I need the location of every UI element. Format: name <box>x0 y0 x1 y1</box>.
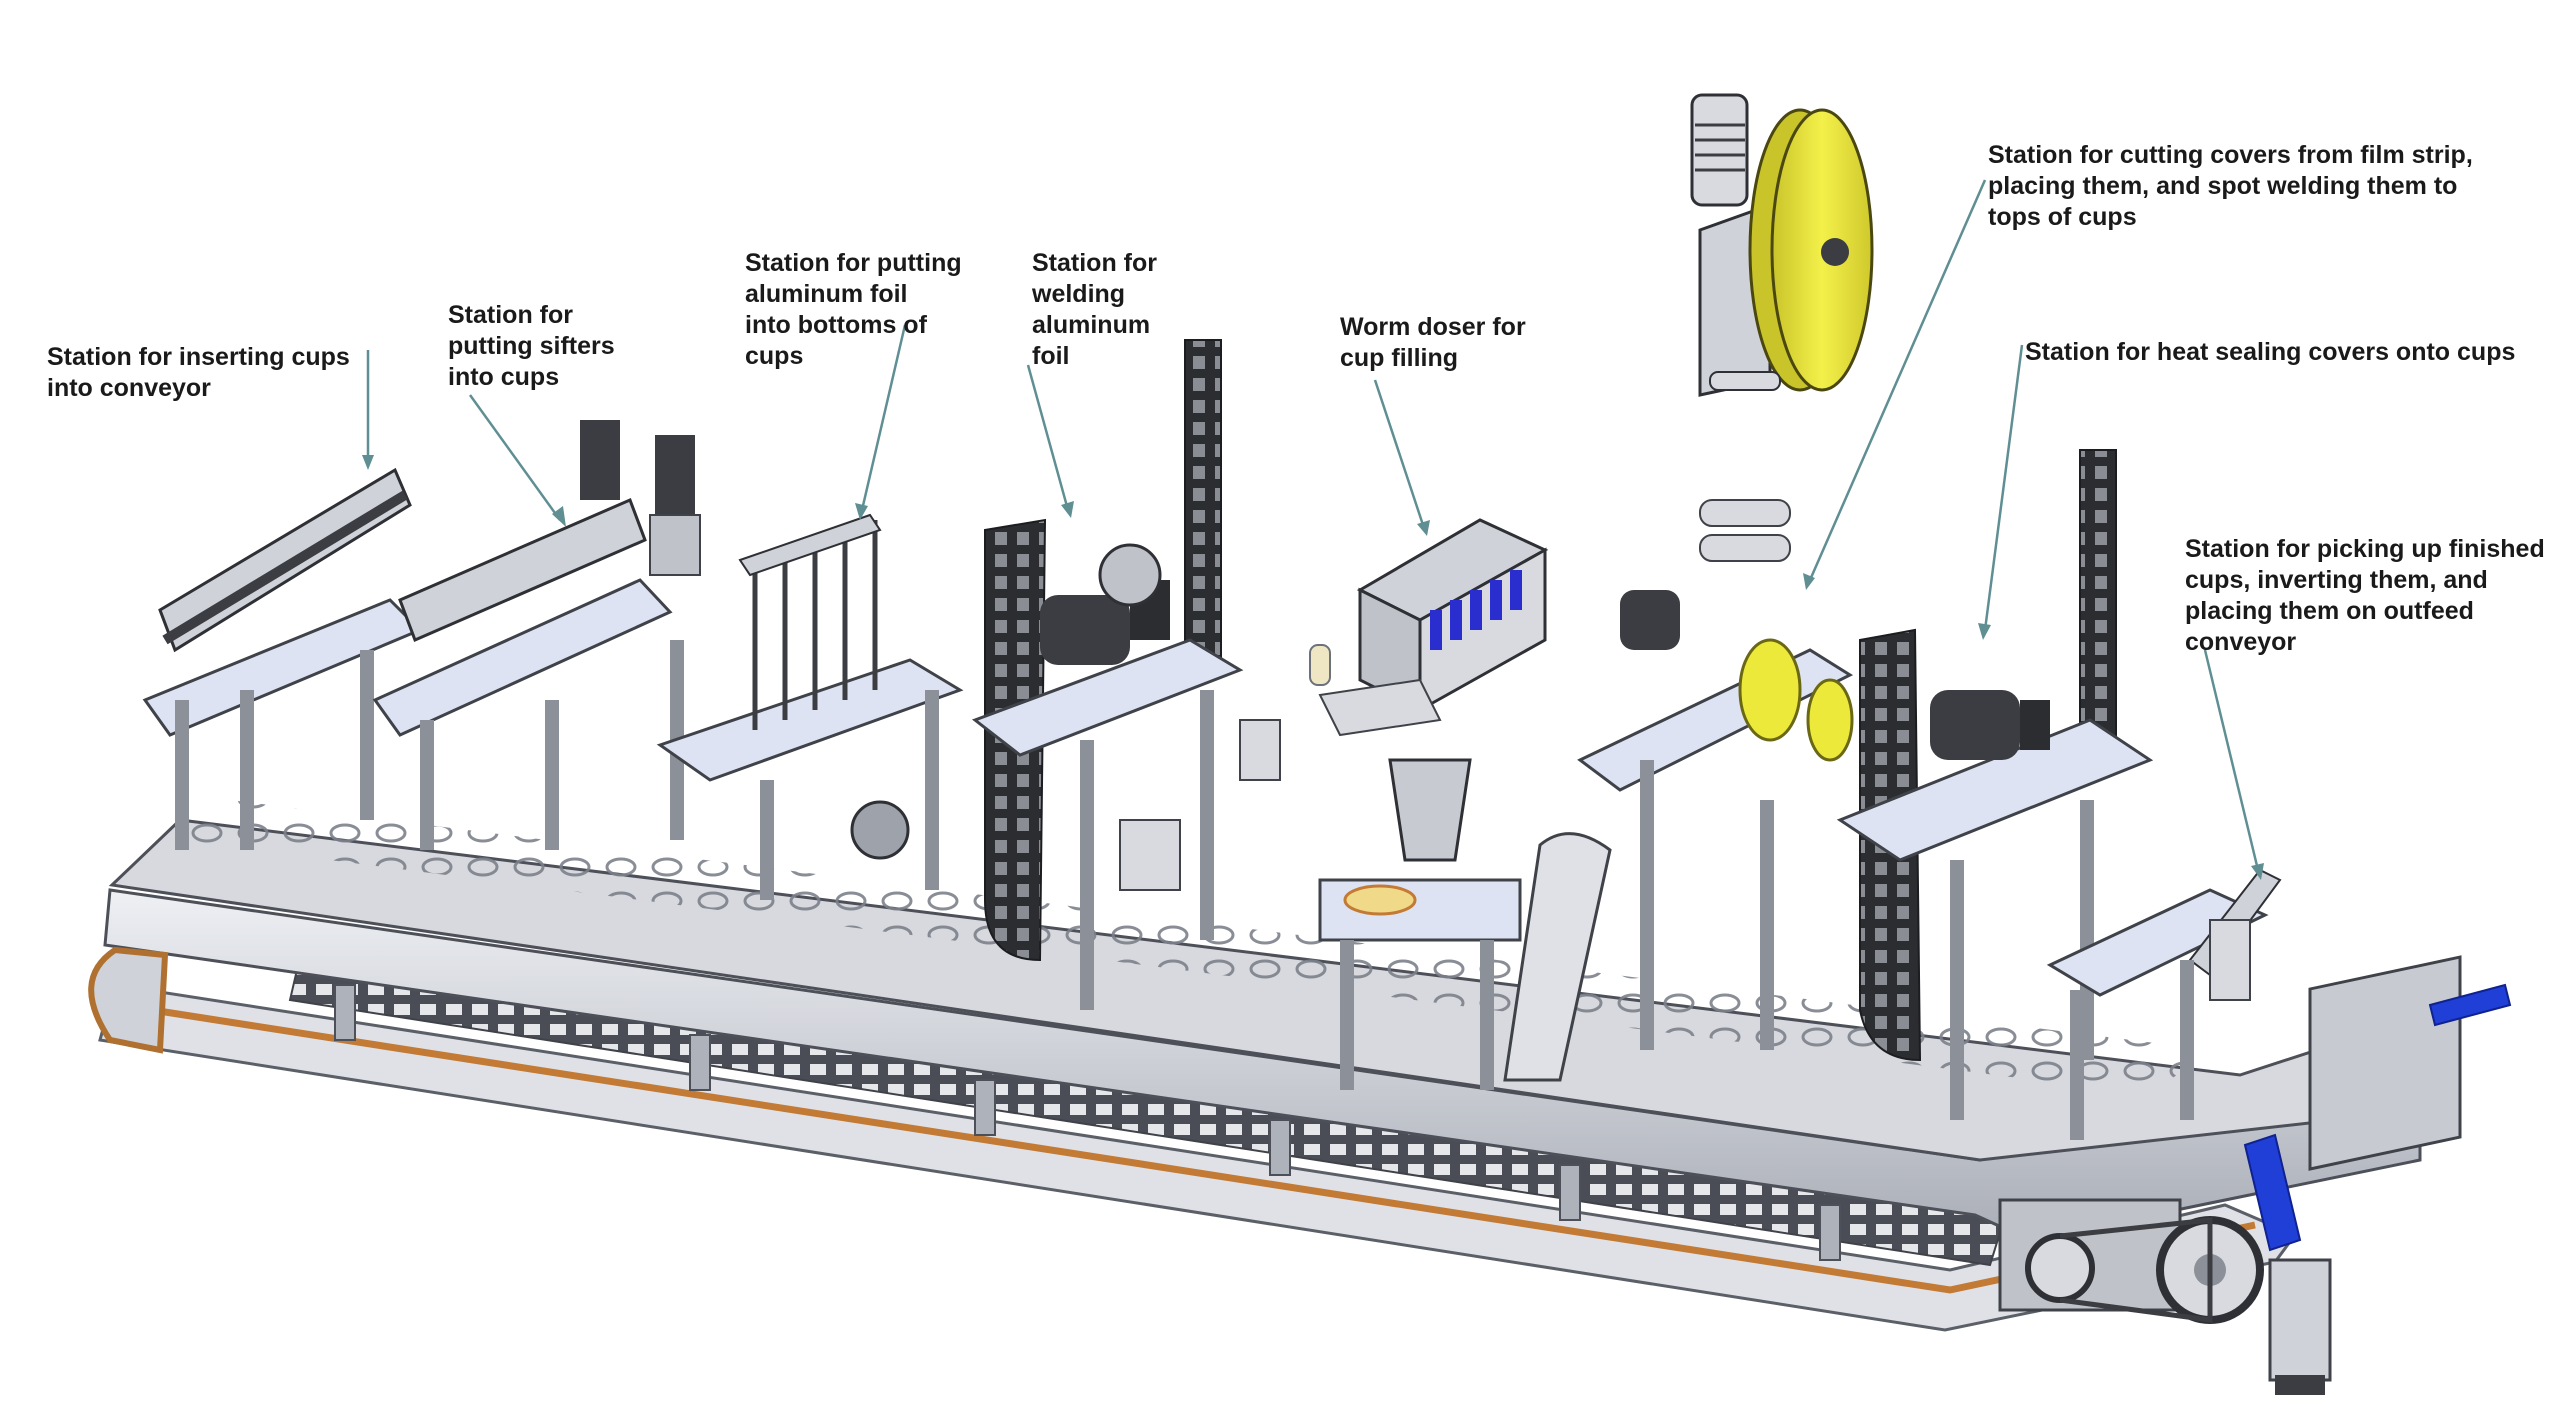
label-worm-doser: Worm doser for cup filling <box>1340 313 1526 372</box>
leader-lines <box>362 179 2264 880</box>
left-end-wheel <box>88 946 169 1054</box>
station-foil-bottoms <box>656 513 964 900</box>
station-inserting-cups <box>142 467 423 850</box>
leader-foil-bottoms <box>860 324 907 511</box>
arrowhead-foil-bottoms <box>855 503 868 520</box>
station-sifters <box>372 420 701 850</box>
conveyor-frame <box>88 800 2512 1395</box>
leader-welding-foil <box>1026 364 1070 511</box>
station-picking-up <box>2046 868 2282 1140</box>
arrowhead-heat-sealing <box>1978 623 1991 640</box>
station-worm-doser <box>1309 518 1549 1090</box>
film-reel-detail <box>1690 93 1874 397</box>
label-sifters: Station for putting sifters into cups <box>448 301 615 391</box>
lower-rail <box>98 983 2298 1332</box>
outfeed-conveyor <box>2243 955 2512 1252</box>
arrowhead-sifters <box>552 506 566 527</box>
label-foil-bottoms: Station for putting aluminum foil into b… <box>745 249 962 370</box>
leader-worm-doser <box>1373 379 1426 529</box>
arrowhead-worm-doser <box>1417 520 1430 536</box>
arrowhead-picking-up <box>2251 863 2264 880</box>
leader-picking-up <box>2203 649 2260 871</box>
label-heat-sealing: Station for heat sealing covers onto cup… <box>2025 338 2516 366</box>
station-cutting-covers <box>1503 499 1854 1082</box>
station-heat-sealing <box>1836 449 2154 1120</box>
arrowhead-cutting-covers <box>1803 573 1815 590</box>
right-drive <box>1998 1198 2332 1395</box>
leader-sifters <box>468 394 562 521</box>
arrowhead-welding-foil <box>1061 501 1074 518</box>
label-cutting-covers: Station for cutting covers from film str… <box>1988 141 2473 231</box>
leader-cutting-covers <box>1808 179 1987 581</box>
arrowhead-insert-cups <box>362 455 374 470</box>
cup-pockets <box>175 800 2210 1095</box>
label-picking-up: Station for picking up finished cups, in… <box>2185 535 2545 656</box>
station-welding-foil <box>971 339 1281 1010</box>
label-inserting-cups: Station for inserting cups into conveyor <box>47 343 350 402</box>
label-welding-foil: Station for welding aluminum foil <box>1032 249 1157 370</box>
leader-heat-sealing <box>1983 344 2024 631</box>
beam-brackets <box>334 984 1841 1261</box>
